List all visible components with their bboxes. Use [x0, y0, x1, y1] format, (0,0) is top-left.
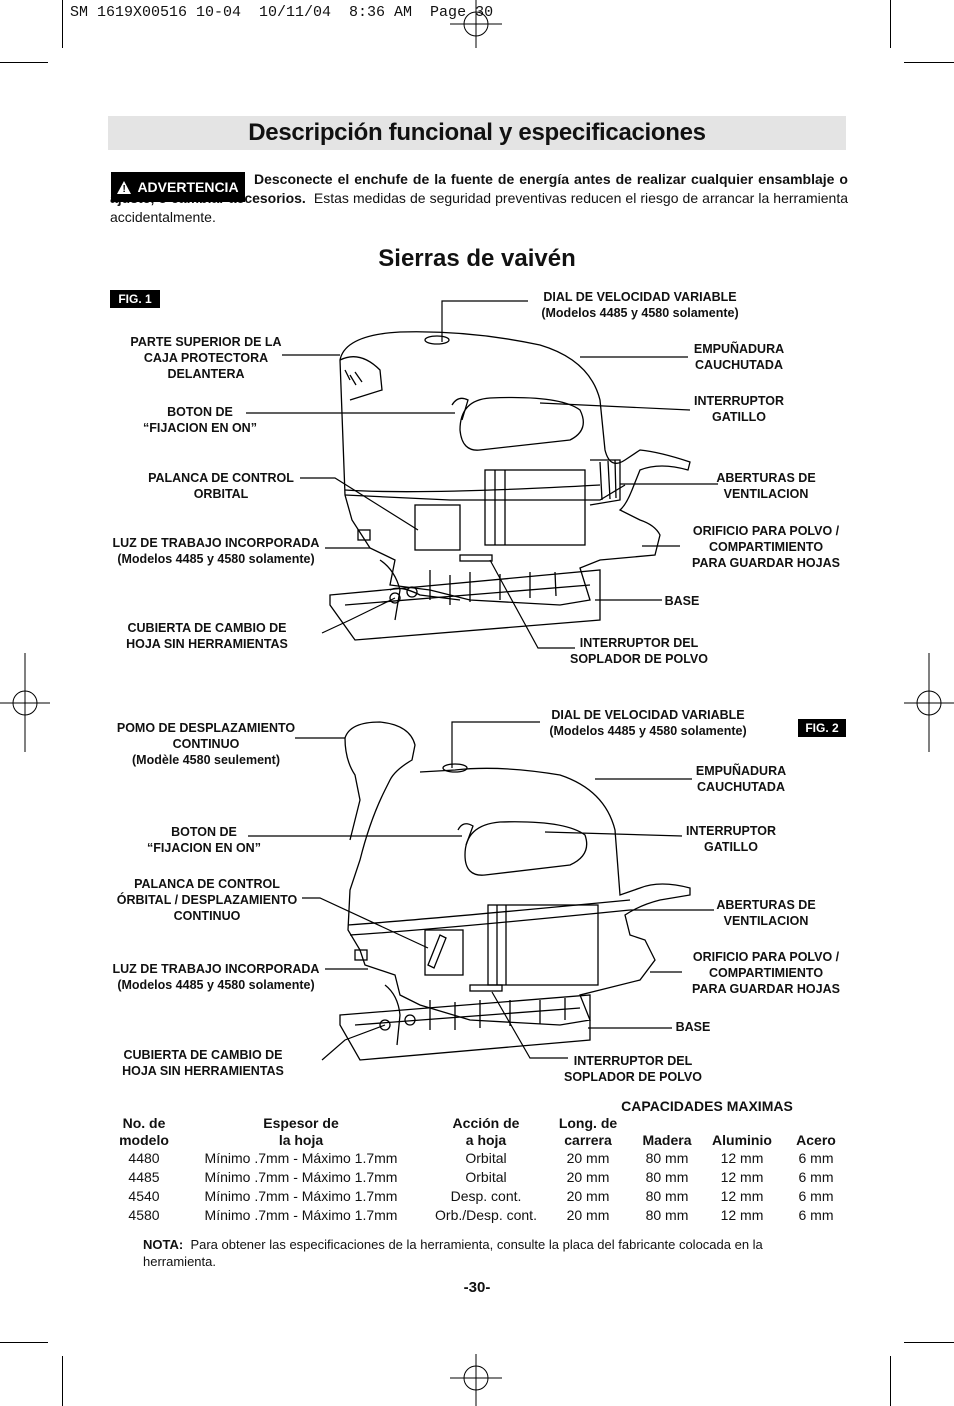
- col-header-wood: Madera: [642, 1132, 692, 1148]
- col-header-aluminum: Aluminio: [712, 1132, 772, 1148]
- fig2-label-work-light: LUZ DE TRABAJO INCORPORADA(Modelos 4485 …: [112, 962, 320, 992]
- warning-text: Desconecte el enchufe de la fuente de en…: [110, 170, 848, 227]
- fig2-label-lock-button: BOTON DE“FIJACION EN ON”: [147, 825, 261, 855]
- fig2-label-base: BASE: [675, 1020, 711, 1034]
- warning-normal-text: Estas medidas de seguridad preventivas r…: [110, 190, 848, 225]
- fig2-tag: FIG. 2: [798, 719, 846, 737]
- print-slug: SM 1619X00516 10-04 10/11/04 8:36 AM Pag…: [70, 4, 494, 21]
- warning-triangle-icon: !: [117, 180, 132, 195]
- col-header-steel: Acero: [796, 1132, 836, 1148]
- jigsaw-fig1-drawing: [329, 331, 691, 641]
- fig1-leader-lines: [246, 300, 718, 649]
- note-text: Para obtener las especificaciones de la …: [143, 1237, 763, 1269]
- fig1-label-work-light: LUZ DE TRABAJO INCORPORADA(Modelos 4485 …: [112, 536, 320, 566]
- fig2-leader-lines: [248, 721, 714, 1061]
- fig1-tag: FIG. 1: [110, 290, 160, 308]
- note: NOTA: Para obtener las especificaciones …: [143, 1236, 813, 1270]
- fig1-label-base: BASE: [664, 594, 700, 608]
- note-label: NOTA:: [143, 1237, 184, 1252]
- fig1-label-lock-button: BOTON DE“FIJACION EN ON”: [143, 405, 257, 435]
- page-title: Descripción funcional y especificaciones: [248, 119, 706, 146]
- page-number: -30-: [463, 1279, 491, 1296]
- jigsaw-fig2-drawing: [339, 721, 691, 1061]
- title-bar: [108, 116, 846, 150]
- warning-badge-label: ADVERTENCIA: [137, 179, 239, 195]
- warning-badge: ! ADVERTENCIA: [111, 172, 245, 202]
- section-title: Sierras de vaivén: [378, 245, 576, 272]
- fig1-label-dial: DIAL DE VELOCIDAD VARIABLE(Modelos 4485 …: [541, 290, 739, 320]
- fig2-label-dial: DIAL DE VELOCIDAD VARIABLE(Modelos 4485 …: [549, 708, 747, 738]
- specs-group-header: CAPACIDADES MAXIMAS: [621, 1098, 793, 1114]
